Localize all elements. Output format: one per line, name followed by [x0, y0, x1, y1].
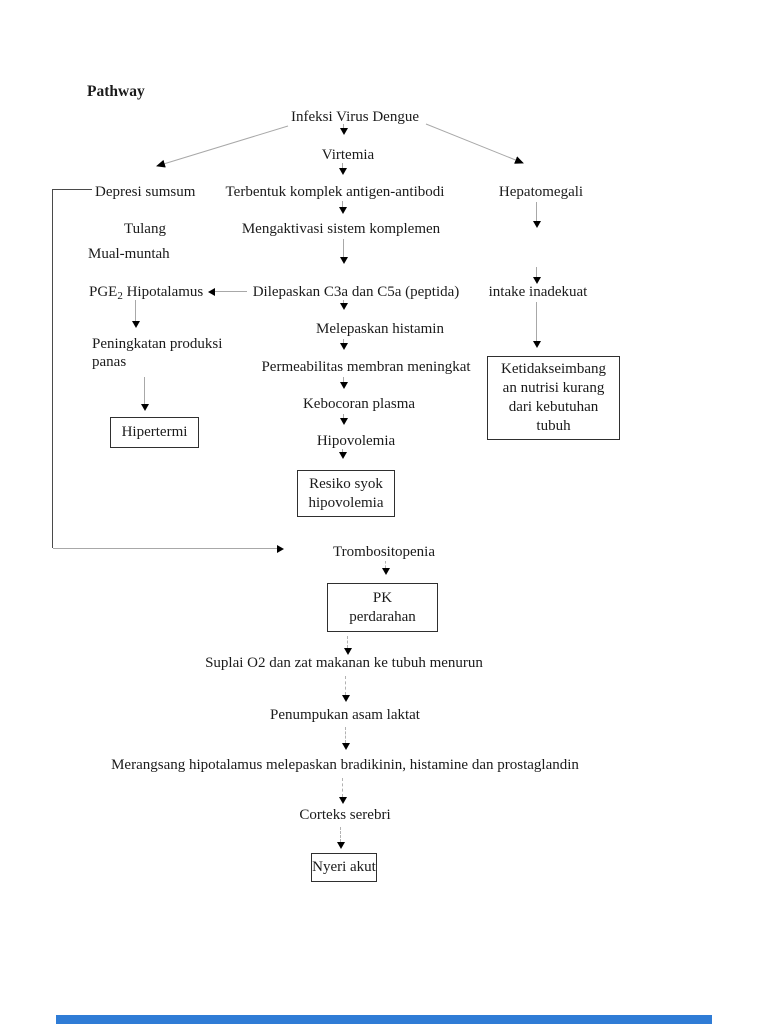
node-penumpukan: Penumpukan asam laktat: [270, 707, 420, 723]
node-intake-inadekuat: intake inadekuat: [488, 284, 588, 300]
box-ketidakseimbangan: Ketidakseimbang an nutrisi kurang dari k…: [487, 356, 620, 440]
node-permeabilitas: Permeabilitas membran meningkat: [261, 359, 471, 375]
arrow-pge2-to-peningkatan: [132, 300, 140, 328]
node-mual-muntah: Mual-muntah: [88, 246, 170, 262]
box-hipertermi: Hipertermi: [110, 417, 199, 448]
arrow-hepatomegali-down-1: [533, 202, 541, 228]
pge2-suffix: Hipotalamus: [122, 284, 204, 300]
node-merangsang: Merangsang hipotalamus melepaskan bradik…: [111, 757, 579, 773]
pge2-subscript: 2: [117, 290, 123, 302]
ketidakseimbangan-line3: dari kebutuhan: [508, 399, 599, 415]
pge2-prefix: PGE: [89, 284, 118, 300]
node-suplai-o2: Suplai O2 dan zat makanan ke tubuh menur…: [205, 655, 483, 671]
arrow-terbentuk-to-mengaktivasi: [339, 201, 347, 214]
arrow-infeksi-to-depresi: [156, 125, 289, 168]
node-virtemia: Virtemia: [321, 147, 375, 163]
box-resiko-syok: Resiko syok hipovolemia: [297, 470, 395, 517]
ketidakseimbangan-line2: an nutrisi kurang: [502, 380, 605, 396]
ketidakseimbangan-line4: tubuh: [536, 418, 571, 434]
arrow-dilepaskan-to-melepaskan: [340, 300, 348, 310]
arrow-pk-to-suplai: [344, 636, 352, 655]
arrow-suplai-to-penumpukan: [342, 676, 350, 702]
arrow-infeksi-to-hepatomegali: [425, 123, 524, 164]
arrow-intake-to-ketidakseimbangan: [533, 302, 541, 348]
box-nyeri-akut: Nyeri akut: [311, 853, 377, 882]
node-peningkatan-produksi-panas: Peningkatan produksi panas: [92, 335, 222, 371]
arrow-trombositopenia-to-pk: [382, 561, 390, 575]
node-dilepaskan: Dilepaskan C3a dan C5a (peptida): [252, 284, 460, 300]
arrow-penumpukan-to-merangsang: [342, 727, 350, 750]
arrow-dilepaskan-to-pge2: [208, 287, 247, 296]
peningkatan-line2: panas: [92, 354, 127, 370]
pk-line2: perdarahan: [349, 608, 416, 625]
peningkatan-line1: Peningkatan produksi: [92, 336, 223, 352]
page-title: Pathway: [87, 83, 145, 100]
node-kebocoran-plasma: Kebocoran plasma: [302, 396, 416, 412]
node-hipovolemia: Hipovolemia: [316, 433, 396, 449]
arrow-hipovolemia-to-resiko: [339, 449, 347, 459]
node-tulang: Tulang: [124, 221, 166, 237]
arrow-infeksi-to-virtemia: [340, 124, 348, 135]
arrow-melepaskan-to-permeabilitas: [340, 339, 348, 350]
arrow-permeabilitas-to-kebocoran: [340, 377, 348, 389]
arrow-corteks-to-nyeri: [337, 827, 345, 849]
arrow-panas-to-hipertermi: [141, 377, 149, 411]
nyeri-akut-label: Nyeri akut: [312, 859, 376, 875]
arrow-merangsang-to-corteks: [339, 778, 347, 804]
node-pge2-hipotalamus: PGE2 Hipotalamus: [89, 283, 203, 305]
node-melepaskan-histamin: Melepaskan histamin: [316, 321, 444, 337]
hipertermi-label: Hipertermi: [121, 424, 188, 440]
arrow-hepatomegali-down-2: [533, 267, 541, 284]
bracket-vertical-segment: [52, 189, 53, 548]
node-hepatomegali: Hepatomegali: [498, 184, 584, 200]
bracket-top-segment: [52, 189, 92, 190]
pk-line1: PK: [372, 589, 393, 606]
node-terbentuk-komplek: Terbentuk komplek antigen-antibodi: [225, 184, 445, 200]
arrow-depresi-to-trombositopenia: [53, 544, 284, 553]
resiko-line2: hipovolemia: [308, 494, 384, 511]
box-pk-perdarahan: PK perdarahan: [327, 583, 438, 632]
resiko-line1: Resiko syok: [309, 475, 383, 492]
node-mengaktivasi: Mengaktivasi sistem komplemen: [241, 221, 441, 237]
node-trombositopenia: Trombositopenia: [333, 544, 435, 560]
arrow-mengaktivasi-to-dilepaskan: [340, 239, 348, 264]
ketidakseimbangan-line1: Ketidakseimbang: [501, 361, 606, 377]
arrow-kebocoran-to-hipovolemia: [340, 414, 348, 425]
node-corteks-serebri: Corteks serebri: [299, 807, 391, 823]
node-depresi-sumsum: Depresi sumsum: [95, 184, 196, 200]
arrow-virtemia-to-terbentuk: [339, 163, 347, 175]
node-infeksi-virus-dengue: Infeksi Virus Dengue: [291, 109, 419, 125]
page-bottom-bar: [56, 1015, 712, 1024]
